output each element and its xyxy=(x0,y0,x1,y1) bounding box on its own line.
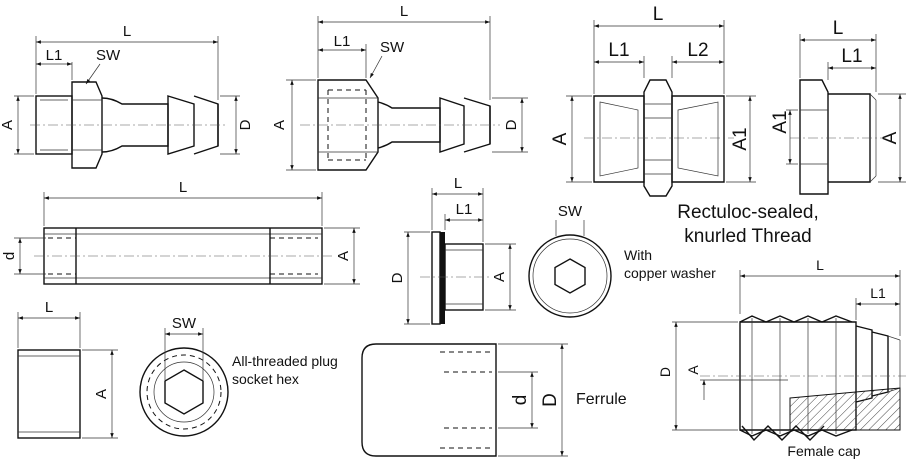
dim-D-label-11: D xyxy=(657,367,673,377)
washer-plug-front-drawing: SW xyxy=(528,203,612,318)
ferrule-caption: Ferrule xyxy=(576,391,627,408)
dim-D-label-6: D xyxy=(389,272,406,283)
dim-L2-label-3: L2 xyxy=(687,40,708,61)
dim-SW-label-7: SW xyxy=(558,203,583,220)
dim-A-label-3: A xyxy=(550,132,571,145)
long-nipple-drawing: L d A xyxy=(1,179,360,285)
female-cap-drawing: L L1 D A xyxy=(657,257,906,442)
dim-L-label-3: L xyxy=(653,4,664,25)
plug-caption-line1: All-threaded plug xyxy=(232,353,338,369)
dim-L1-label-2: L1 xyxy=(334,33,351,50)
hose-nipple-drawing: L L1 SW A D xyxy=(0,23,254,169)
threaded-plug-front-drawing: SW xyxy=(139,315,229,437)
dim-A1-label-3: A1 xyxy=(730,127,751,150)
dim-A-label-11: A xyxy=(685,365,701,375)
dim-L1-label: L1 xyxy=(46,47,63,64)
dim-L-label: L xyxy=(123,23,131,40)
dim-SW-label-9: SW xyxy=(172,315,197,332)
washer-plug-side-drawing: L L1 D A xyxy=(389,175,516,325)
dim-D-label: D xyxy=(237,119,254,130)
reducer-drawing: L L1 A1 A xyxy=(770,18,906,195)
dim-L-label-2: L xyxy=(400,3,408,20)
dim-L-label-6: L xyxy=(454,175,462,192)
dim-A-label-2: A xyxy=(271,120,288,130)
dim-L-label-11: L xyxy=(816,257,824,273)
dim-L1-label-11: L1 xyxy=(870,285,886,301)
dim-L1-label-6: L1 xyxy=(456,201,473,218)
double-nipple-drawing: L L1 L2 A A1 xyxy=(550,4,756,197)
dim-D-label-2: D xyxy=(503,119,520,130)
dim-A1-label-4: A1 xyxy=(770,110,791,133)
rectuloc-caption-line1: Rectuloc-sealed, xyxy=(677,202,819,223)
hose-nipple-female-drawing: L L1 SW A D xyxy=(271,3,528,171)
dim-d-label-10: d xyxy=(510,395,531,406)
dim-d-label-5: d xyxy=(1,252,18,260)
dim-L-label-4: L xyxy=(833,18,844,39)
dim-A-label: A xyxy=(0,120,16,130)
copper-washer-caption: copper washer xyxy=(624,265,716,281)
dim-A-label-4: A xyxy=(880,131,901,144)
dim-SW-label-2: SW xyxy=(380,39,405,56)
dim-L1-label-4: L1 xyxy=(841,46,862,67)
dim-L-label-5: L xyxy=(179,179,187,196)
dim-SW-label: SW xyxy=(96,47,121,64)
plug-caption-line2: socket hex xyxy=(232,371,299,387)
with-caption: With xyxy=(624,247,652,263)
threaded-plug-side-drawing: L A xyxy=(17,299,118,439)
rectuloc-caption-line2: knurled Thread xyxy=(684,226,811,247)
dim-A-label-6: A xyxy=(491,272,508,282)
dim-D-label-10: D xyxy=(540,393,561,407)
dim-L1-label-3: L1 xyxy=(608,40,629,61)
dim-A-label-5: A xyxy=(335,251,352,261)
female-cap-caption: Female cap xyxy=(787,443,860,459)
dim-L-label-8: L xyxy=(45,299,53,316)
dim-A-label-8: A xyxy=(93,389,110,399)
ferrule-drawing: d D xyxy=(361,343,568,457)
